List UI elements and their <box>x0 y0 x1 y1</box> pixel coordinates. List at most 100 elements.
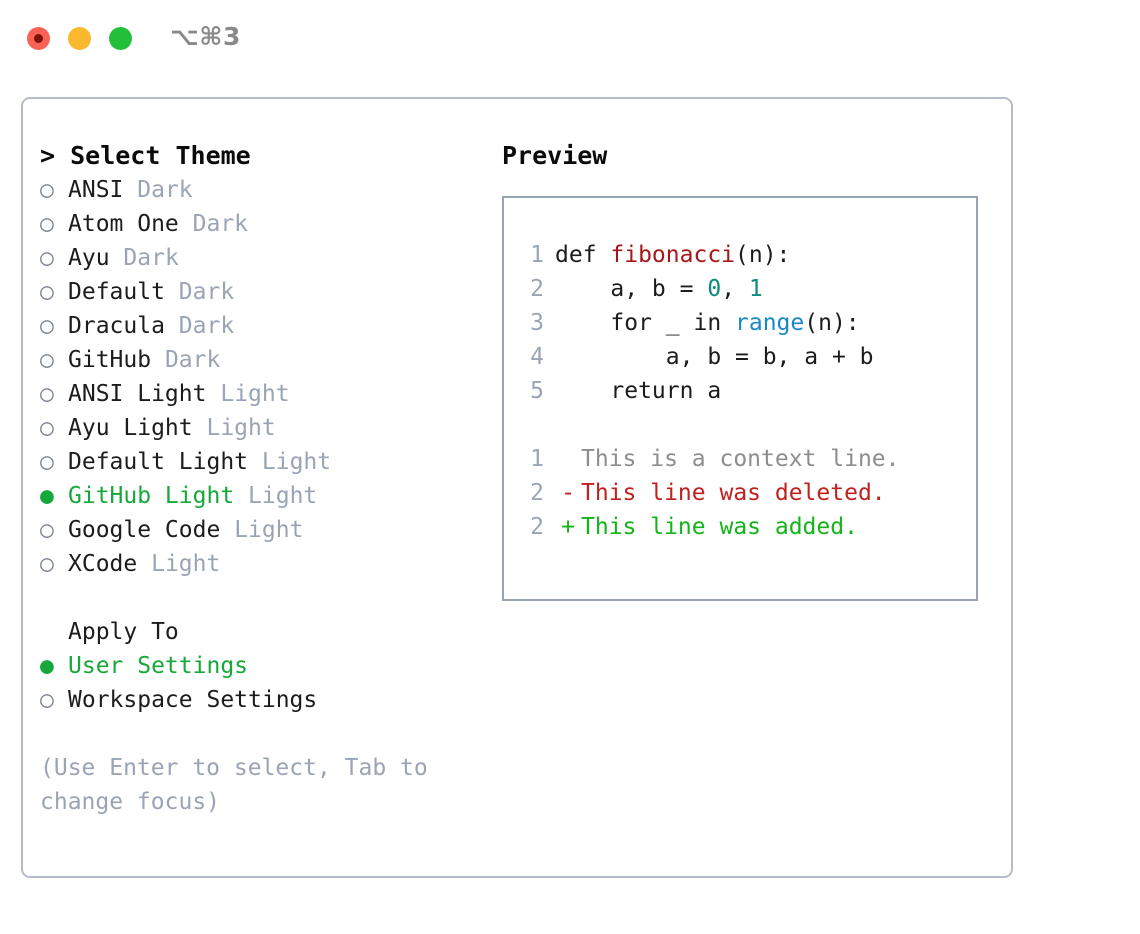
theme-variant-label: Light <box>220 381 290 407</box>
theme-list-item[interactable]: ○Ayu Light Light <box>40 411 480 445</box>
theme-name: GitHub <box>68 347 152 373</box>
code-line-text: a, b = 0, 1 <box>555 272 763 306</box>
radio-unselected-icon[interactable]: ○ <box>40 551 54 577</box>
radio-unselected-icon[interactable]: ○ <box>40 381 54 407</box>
radio-unselected-icon[interactable]: ○ <box>40 313 54 339</box>
code-token-plain: return a <box>555 378 722 404</box>
theme-variant-label: Light <box>248 483 318 509</box>
theme-list-item[interactable]: ○ Default Dark <box>40 275 480 309</box>
theme-list-item[interactable]: ○ XCode Light <box>40 547 480 581</box>
spacer <box>179 207 193 241</box>
theme-variant-label: Light <box>234 517 304 543</box>
title-bar: ⌥⌘3 <box>0 0 1140 78</box>
theme-list: ○ ANSI Dark ○ Atom One Dark ○ Ayu Dark ○ Defaul… <box>40 173 480 581</box>
theme-name: ANSI <box>68 177 124 203</box>
select-theme-header: > Select Theme <box>40 141 251 170</box>
spacer <box>151 343 165 377</box>
spacer <box>123 173 137 207</box>
diff-sign: - <box>561 480 575 506</box>
code-token-plain: (n): <box>735 242 791 268</box>
theme-variant-label: Dark <box>123 245 179 271</box>
theme-name: Ayu <box>68 245 110 271</box>
theme-name: Google Code <box>68 517 221 543</box>
theme-list-item[interactable]: ○ ANSI Light Light <box>40 377 480 411</box>
minimize-button[interactable] <box>68 27 91 50</box>
theme-name: Dracula <box>68 313 165 339</box>
line-number: 3 <box>530 310 544 336</box>
theme-variant-label: Light <box>261 449 332 475</box>
preview-spacer <box>504 408 976 442</box>
theme-name: Default <box>68 279 165 305</box>
apply-to-label: Workspace Settings <box>68 687 318 713</box>
code-line-text: def fibonacci(n): <box>555 238 790 272</box>
spacer <box>220 513 234 547</box>
code-line: 3 for _ in range(n): <box>504 306 976 340</box>
spacer <box>137 547 151 581</box>
theme-variant-label: Dark <box>178 313 235 339</box>
theme-list-item[interactable]: ○ ANSI Dark <box>40 173 480 207</box>
code-token-plain: a, b = b, a + b <box>555 344 874 370</box>
radio-unselected-icon[interactable]: ○ <box>40 245 54 271</box>
code-token-num: 0 <box>707 276 722 302</box>
theme-variant-label: Dark <box>192 211 249 237</box>
list-spacer <box>40 581 480 615</box>
maximize-button[interactable] <box>109 27 132 50</box>
line-number: 2 <box>530 276 544 302</box>
radio-unselected-icon[interactable]: ○ <box>40 211 54 237</box>
theme-name: Default Light <box>68 449 249 475</box>
code-token-num: 1 <box>748 276 763 302</box>
theme-variant-label: Dark <box>178 279 235 305</box>
diff-sign: + <box>561 514 575 540</box>
theme-list-item[interactable]: ○ Atom One Dark <box>40 207 480 241</box>
theme-list-item[interactable]: ○GitHub Dark <box>40 343 480 377</box>
theme-list-item[interactable]: ○ Dracula Dark <box>40 309 480 343</box>
code-token-plain: for _ in <box>555 310 736 336</box>
close-button[interactable] <box>27 27 50 50</box>
radio-selected-icon[interactable]: ● <box>40 653 54 679</box>
theme-list-item[interactable]: ○ Ayu Dark <box>40 241 480 275</box>
main-panel: > Select Theme ○ANSI Dark○Atom One Dark○… <box>21 97 1013 878</box>
theme-name: Ayu Light <box>68 415 193 441</box>
radio-unselected-icon[interactable]: ○ <box>40 279 54 305</box>
spacer <box>234 479 248 513</box>
spacer <box>165 275 179 309</box>
theme-variant-label: Light <box>151 551 221 577</box>
code-line-text: return a <box>555 374 721 408</box>
radio-unselected-icon[interactable]: ○ <box>40 415 54 441</box>
theme-list-item[interactable]: ○ Google Code Light <box>40 513 480 547</box>
code-token-plain: def <box>555 242 611 268</box>
spacer <box>193 411 207 445</box>
radio-unselected-icon[interactable]: ○ <box>40 687 54 713</box>
radio-unselected-icon[interactable]: ○ <box>40 177 54 203</box>
diff-line-number: 1 <box>530 446 544 472</box>
theme-variant-label: Dark <box>137 177 193 203</box>
theme-name: ANSI Light <box>68 381 207 407</box>
theme-list-item[interactable]: ●GitHub Light Light <box>40 479 480 513</box>
theme-name: XCode <box>68 551 138 577</box>
code-line-text: for _ in range(n): <box>555 306 860 340</box>
code-token-plain: , <box>721 276 749 302</box>
apply-to-header: ○Apply To <box>40 615 480 649</box>
code-line: 4 a, b = b, a + b <box>504 340 976 374</box>
line-number: 4 <box>530 344 544 370</box>
code-token-plain: (n): <box>804 310 860 336</box>
radio-unselected-icon[interactable]: ○ <box>40 347 54 373</box>
theme-list-item[interactable]: ○ Default Light Light <box>40 445 480 479</box>
theme-name: Atom One <box>68 211 179 237</box>
radio-unselected-icon[interactable]: ○ <box>40 449 54 475</box>
apply-to-option[interactable]: ●User Settings <box>40 649 480 683</box>
apply-to-option[interactable]: ○ Workspace Settings <box>40 683 480 717</box>
diff-line: 2+This line was added. <box>504 510 976 544</box>
preview-title: Preview <box>502 141 608 170</box>
radio-selected-icon[interactable]: ● <box>40 483 54 509</box>
line-number: 5 <box>530 378 544 404</box>
radio-unselected-icon[interactable]: ○ <box>40 517 54 543</box>
code-line: 2 a, b = 0, 1 <box>504 272 976 306</box>
apply-to-options: ●User Settings ○ Workspace Settings <box>40 649 480 717</box>
diff-line-number: 2 <box>530 480 544 506</box>
